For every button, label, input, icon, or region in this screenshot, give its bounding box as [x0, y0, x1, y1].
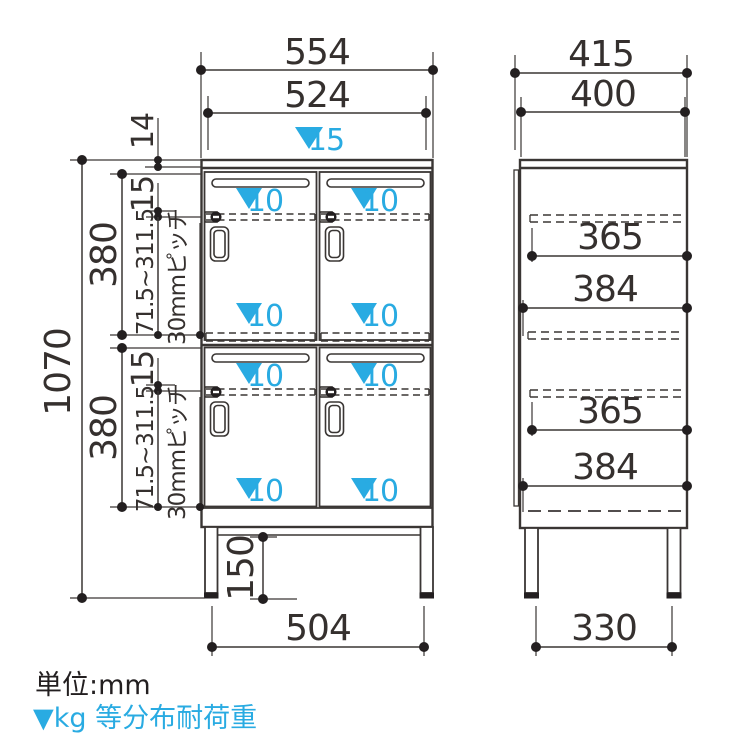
- dim-value: 380: [84, 395, 125, 461]
- dim-value: 554: [284, 32, 350, 73]
- unit-note: 単位:mm: [35, 670, 151, 701]
- side-leg-rear: [666, 527, 682, 594]
- front-upper-compartment: [204, 178, 430, 342]
- side-leg-front: [524, 527, 539, 594]
- side-door-front-line: [513, 169, 520, 507]
- shelf-pitch-value: 30mmピッチ: [165, 209, 191, 345]
- dim-side-leg-span: 330: [531, 606, 677, 656]
- dim-front-lower-clearance: 15: [126, 351, 202, 395]
- dim-value: 524: [284, 75, 350, 116]
- shelf-range-value: 71.5~311.5: [133, 209, 159, 335]
- dim-value: 15: [126, 176, 161, 212]
- front-view: 15 554 524 1070: [38, 32, 438, 656]
- load-note: ▼kg 等分布耐荷重: [33, 703, 257, 734]
- front-cabinet-body: [200, 158, 434, 599]
- dim-value: 330: [571, 608, 637, 649]
- dim-side-upper-inner-depth: 384: [518, 269, 692, 336]
- dim-value: 384: [572, 447, 638, 488]
- adjustable-shelf-dashed: [314, 388, 430, 395]
- load-triangle-icon: [295, 127, 323, 149]
- dim-value: 365: [577, 391, 643, 432]
- dim-front-overall-width: 554: [196, 32, 438, 158]
- dim-value: 400: [570, 74, 636, 115]
- dim-value: 380: [84, 222, 125, 288]
- top-load-badge: 15: [295, 123, 345, 158]
- front-leg-left: [204, 526, 219, 594]
- side-view: 415 400 365 384: [510, 34, 692, 656]
- dim-front-upper-clearance: 15: [126, 176, 202, 221]
- mid-divider-dashed: [528, 331, 684, 340]
- dim-value: 1070: [38, 328, 79, 416]
- notes: 単位:mm ▼kg 等分布耐荷重: [33, 670, 257, 734]
- dim-value: 150: [221, 535, 262, 601]
- dim-front-leg-span: 504: [207, 606, 429, 656]
- dim-side-lower-inner-depth: 384: [518, 447, 692, 512]
- adjustable-shelf-dashed: [206, 388, 315, 396]
- dim-front-leg-height: 150: [221, 532, 297, 604]
- side-foot-front: [524, 592, 539, 599]
- dim-front-upper-shelf-range: 71.5~311.5 30mmピッチ: [133, 209, 204, 345]
- dim-value: 504: [285, 608, 351, 649]
- top-load-value: 15: [308, 123, 344, 158]
- shelf-pitch-value: 30mmピッチ: [165, 384, 191, 520]
- dim-side-overall-depth: 415: [510, 34, 692, 157]
- front-foot-left: [204, 592, 219, 599]
- dim-front-upper-height: 380: [84, 169, 202, 340]
- side-foot-rear: [666, 592, 682, 599]
- shelf-range-value: 71.5~311.5: [133, 386, 159, 512]
- dim-front-overall-height: 1070: [38, 155, 205, 603]
- dim-value: 15: [126, 351, 161, 387]
- dim-value: 14: [126, 113, 161, 149]
- front-lower-compartment: [204, 353, 430, 509]
- dim-front-lower-shelf-range: 71.5~311.5 30mmピッチ: [133, 384, 204, 520]
- adjustable-shelf-dashed: [314, 213, 430, 220]
- dim-value: 384: [572, 269, 638, 310]
- front-leg-right: [419, 526, 434, 594]
- dim-side-upper-shelf-depth: 365: [527, 217, 692, 262]
- front-foot-right: [419, 592, 434, 599]
- dim-value: 365: [577, 217, 643, 258]
- side-cabinet-body: [513, 158, 689, 599]
- dim-front-opening-width: 524: [203, 75, 431, 150]
- dim-front-lower-height: 380: [84, 343, 202, 512]
- dim-side-body-depth: 400: [516, 74, 690, 157]
- adjustable-shelf-dashed: [206, 213, 315, 221]
- dim-front-top-panel: 14: [126, 113, 201, 171]
- dim-value: 415: [568, 34, 634, 75]
- dim-side-lower-shelf-depth: 365: [527, 391, 692, 436]
